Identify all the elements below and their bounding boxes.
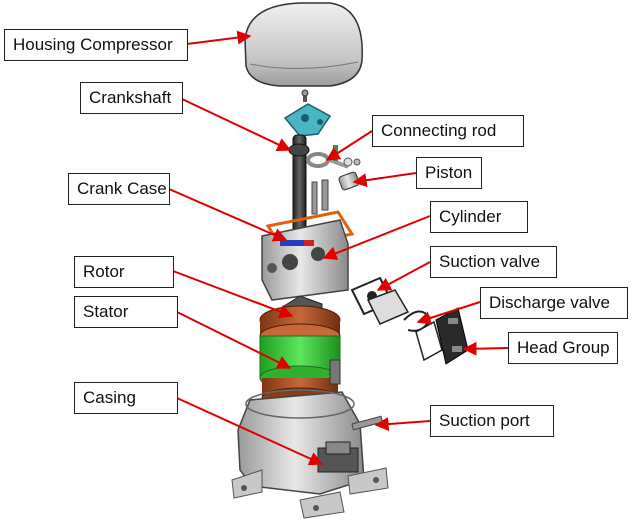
crankshaft-part bbox=[283, 103, 332, 246]
label-discharge-valve: Discharge valve bbox=[480, 287, 628, 319]
arrow-crankshaft bbox=[181, 98, 292, 151]
label-crankshaft: Crankshaft bbox=[80, 82, 183, 114]
arrow-stator bbox=[176, 311, 292, 369]
arrow-piston bbox=[352, 172, 417, 188]
arrow-casing bbox=[176, 397, 324, 466]
arrow-rotor bbox=[172, 270, 294, 319]
screw-part bbox=[301, 89, 309, 102]
arrow-head-group bbox=[462, 341, 509, 356]
arrows bbox=[168, 30, 509, 466]
arrow-suction-port bbox=[374, 417, 431, 432]
label-housing-compressor: Housing Compressor bbox=[4, 29, 188, 61]
suction-valve-part bbox=[350, 276, 410, 325]
casing-part bbox=[231, 389, 389, 519]
label-stator: Stator bbox=[74, 296, 178, 328]
arrow-housing bbox=[186, 30, 252, 45]
arrow-connecting-rod bbox=[325, 130, 373, 161]
label-head-group: Head Group bbox=[508, 332, 618, 364]
housing-dome-part bbox=[244, 2, 363, 87]
stator-part bbox=[259, 305, 341, 409]
label-cylinder: Cylinder bbox=[430, 201, 528, 233]
label-rotor: Rotor bbox=[74, 256, 174, 288]
arrow-cylinder bbox=[322, 215, 431, 260]
label-suction-port: Suction port bbox=[430, 405, 554, 437]
head-group-part bbox=[435, 307, 469, 365]
arrow-suction-valve bbox=[376, 261, 431, 291]
label-suction-valve: Suction valve bbox=[430, 246, 557, 278]
arrow-discharge-valve bbox=[416, 301, 481, 325]
connecting-rod-part bbox=[306, 145, 361, 169]
arrow-crank-case bbox=[168, 188, 288, 242]
label-casing: Casing bbox=[74, 382, 178, 414]
crank-case-part bbox=[261, 210, 355, 301]
label-piston: Piston bbox=[416, 157, 482, 189]
label-crank-case: Crank Case bbox=[68, 173, 170, 205]
piston-part bbox=[311, 171, 360, 215]
label-connecting-rod: Connecting rod bbox=[372, 115, 524, 147]
discharge-valve-part bbox=[403, 310, 443, 362]
